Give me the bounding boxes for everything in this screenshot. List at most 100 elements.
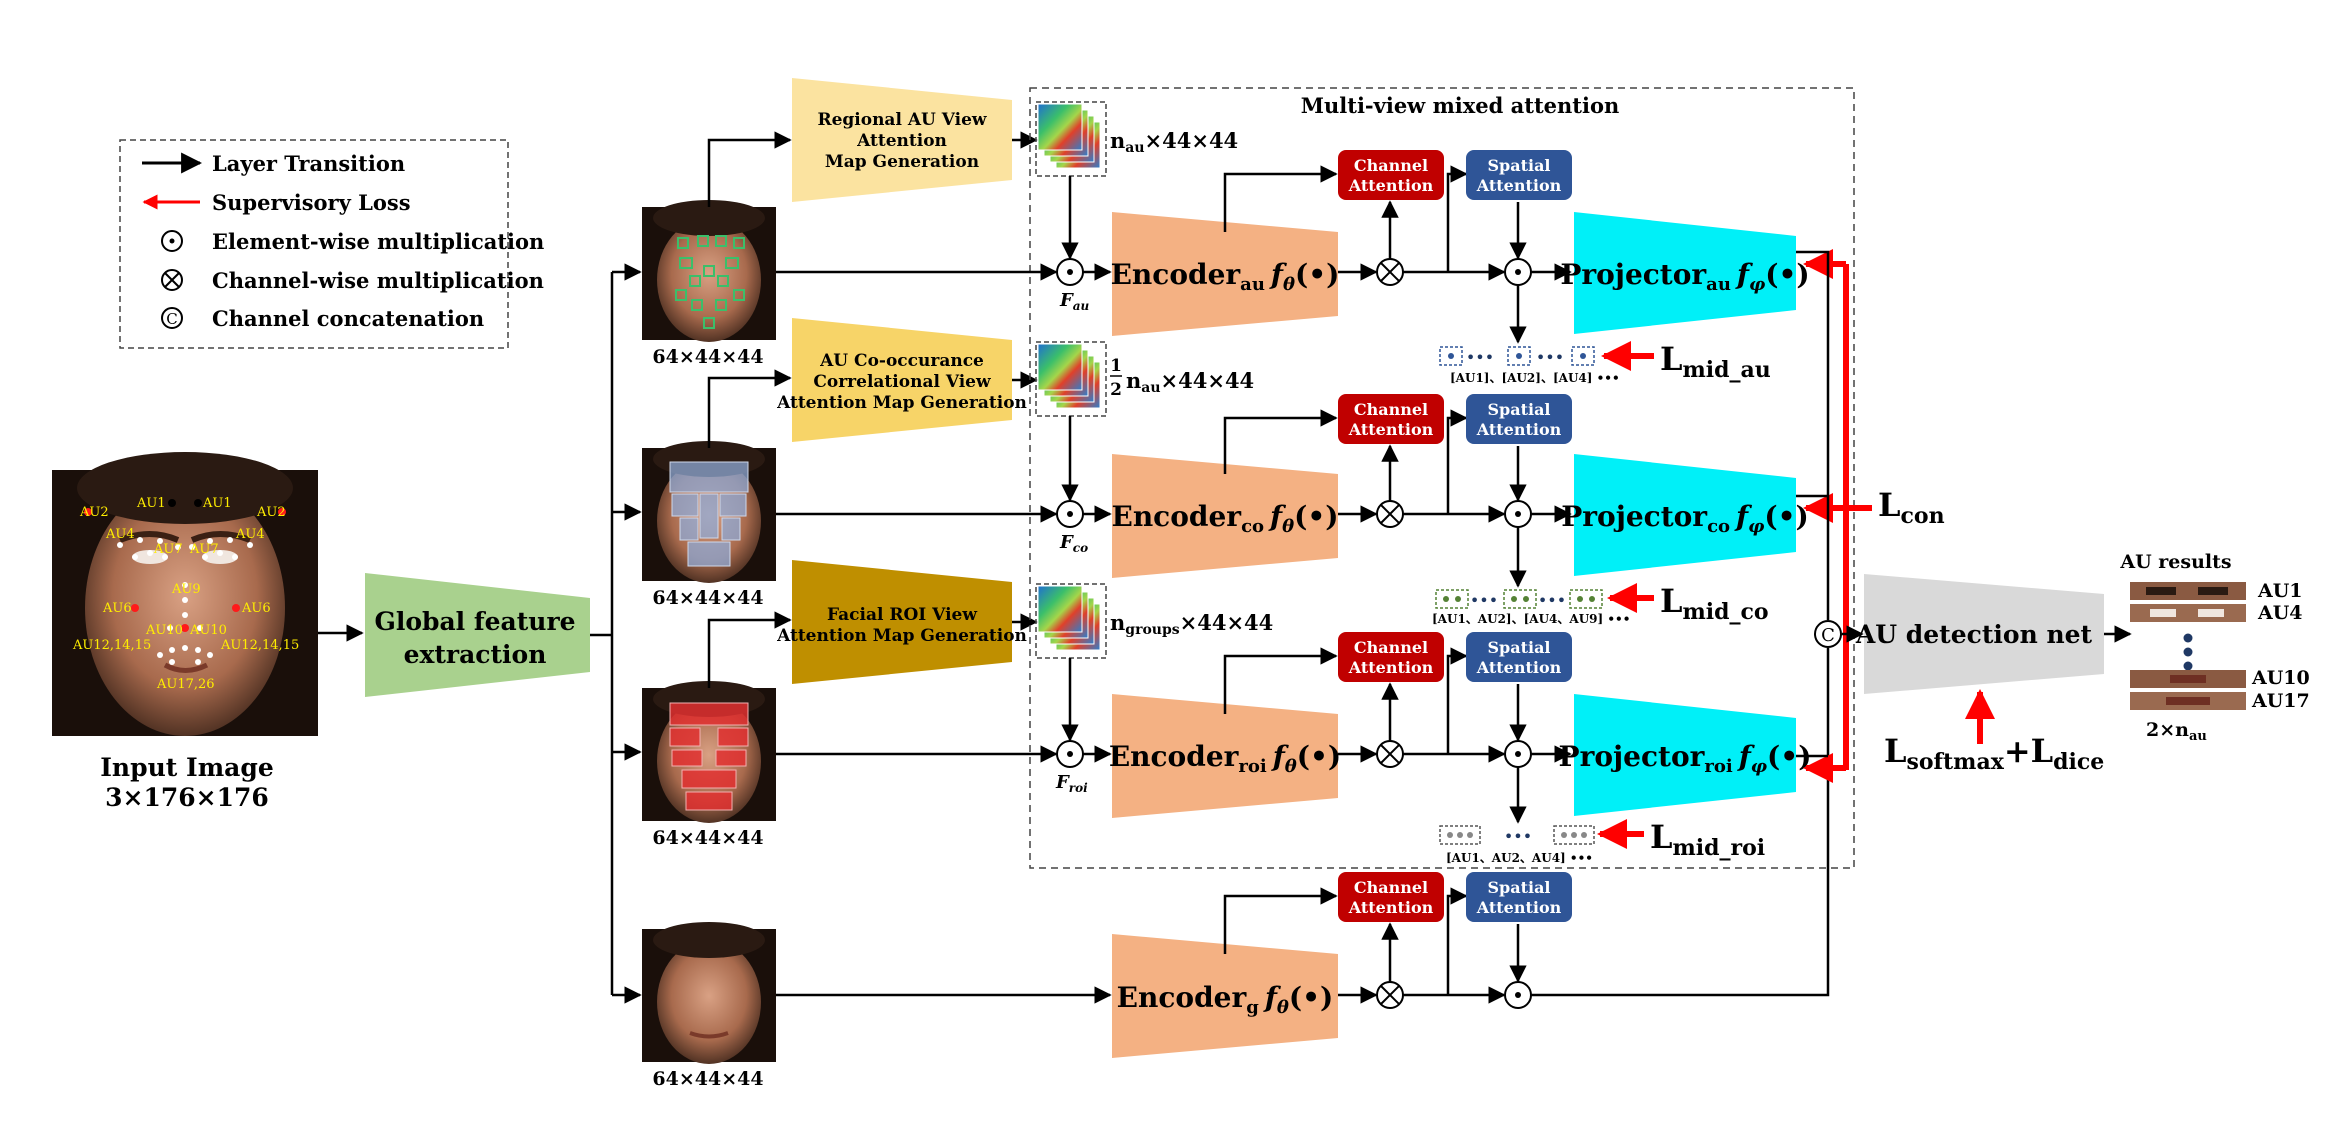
au-result-label: AU1 bbox=[2257, 580, 2303, 602]
stack-label-co: 1 2 nau×44×44 bbox=[1110, 356, 1254, 400]
loss-final: Lsoftmax+Ldice bbox=[1884, 732, 2104, 775]
au-result-label: AU4 bbox=[2257, 602, 2303, 624]
input-dims: 3×176×176 bbox=[105, 783, 269, 812]
odot-icon bbox=[1056, 258, 1084, 286]
otimes-icon bbox=[1376, 500, 1404, 528]
input-face bbox=[85, 480, 285, 736]
legend-box bbox=[119, 139, 509, 349]
svg-text:Attention: Attention bbox=[1476, 898, 1562, 917]
au-label: AU6 bbox=[102, 601, 132, 616]
au-results-title: AU results bbox=[2119, 551, 2231, 573]
face-view-global bbox=[642, 922, 776, 1064]
token-caption-co: [AU1、AU2]、[AU4、AU9] ••• bbox=[1432, 612, 1630, 626]
face-view-co bbox=[642, 441, 776, 583]
au-result-label: AU17 bbox=[2251, 690, 2310, 712]
svg-text:Spatial: Spatial bbox=[1487, 400, 1550, 419]
svg-text:C: C bbox=[1821, 625, 1835, 646]
au-label: AU9 bbox=[171, 582, 201, 597]
channel-attention-block: Channel Attention bbox=[1338, 872, 1444, 922]
face-view-roi bbox=[642, 681, 776, 823]
loss-mid-au: Lmid_au bbox=[1660, 340, 1771, 383]
legend: Layer Transition Supervisory Loss Elemen… bbox=[119, 139, 544, 349]
stack-label-au: nau×44×44 bbox=[1110, 128, 1238, 156]
au-label: AU12,14,15 bbox=[72, 638, 151, 653]
legend-label-channel-wise: Channel-wise multiplication bbox=[212, 268, 544, 293]
svg-text:Attention: Attention bbox=[1348, 898, 1434, 917]
distribution-lines bbox=[590, 263, 642, 1004]
svg-text:Attention: Attention bbox=[1476, 176, 1562, 195]
au-label: AU4 bbox=[235, 527, 265, 542]
detection-label: AU detection net bbox=[1855, 620, 2093, 649]
au-results: AU results AU1 AU4 AU10 AU17 2×nau bbox=[2119, 551, 2309, 744]
svg-text:•••: ••• bbox=[1536, 348, 1564, 367]
attention-map-stack-co bbox=[1035, 341, 1107, 417]
loss-con: Lcon bbox=[1878, 486, 1945, 529]
odot-icon bbox=[1504, 500, 1532, 528]
token-row-au: ••• ••• [AU1]、[AU2]、[AU4] ••• bbox=[1439, 346, 1620, 385]
otimes-icon bbox=[161, 269, 183, 291]
view-dims: 64×44×44 bbox=[652, 346, 763, 368]
legend-label-supervisory-loss: Supervisory Loss bbox=[212, 190, 411, 215]
generator-co-line: Attention Map Generation bbox=[776, 393, 1027, 413]
attention-map-stack-au bbox=[1035, 101, 1107, 177]
multiply-to-encoder-lines bbox=[1083, 263, 1112, 763]
token-caption-au: [AU1]、[AU2]、[AU4] ••• bbox=[1450, 371, 1620, 385]
mixed-attention-title: Multi-view mixed attention bbox=[1301, 93, 1619, 118]
svg-text:Spatial: Spatial bbox=[1487, 878, 1550, 897]
svg-text:Spatial: Spatial bbox=[1487, 156, 1550, 175]
generator-co: AU Co-occurance Correlational View Atten… bbox=[776, 318, 1027, 442]
au-label: AU10 bbox=[189, 623, 227, 638]
svg-text:Channel: Channel bbox=[1354, 156, 1428, 175]
svg-text:•••: ••• bbox=[1504, 827, 1532, 846]
generator-to-stack-lines bbox=[1012, 131, 1038, 631]
channel-attention-block: Channel Attention bbox=[1338, 632, 1444, 682]
view-dims: 64×44×44 bbox=[652, 827, 763, 849]
au-result-strip bbox=[2130, 604, 2246, 622]
au-label: AU2 bbox=[256, 505, 286, 520]
stack-label-roi: ngroups×44×44 bbox=[1110, 610, 1273, 638]
feature-label-co: Fco bbox=[1059, 532, 1088, 555]
loss-mid-co: Lmid_co bbox=[1660, 582, 1769, 625]
spatial-attention-block: Spatial Attention bbox=[1466, 150, 1572, 200]
spatial-attention-block: Spatial Attention bbox=[1466, 394, 1572, 444]
global-label-line2: extraction bbox=[404, 640, 547, 669]
svg-text:Attention: Attention bbox=[1348, 658, 1434, 677]
au-label: AU1 bbox=[202, 496, 232, 511]
svg-text:•••: ••• bbox=[1466, 348, 1494, 367]
token-caption-roi: [AU1、AU2、AU4] ••• bbox=[1446, 851, 1593, 865]
face-view-au bbox=[642, 200, 776, 342]
token-row-roi: ••• [AU1、AU2、AU4] ••• bbox=[1439, 825, 1595, 865]
generator-au-line: Regional AU View bbox=[817, 110, 986, 130]
legend-label-layer-transition: Layer Transition bbox=[212, 151, 405, 176]
au-label: AU12,14,15 bbox=[220, 638, 299, 653]
svg-text:2: 2 bbox=[1110, 380, 1122, 400]
otimes-icon bbox=[1376, 740, 1404, 768]
svg-text:1: 1 bbox=[1110, 356, 1122, 376]
circled-c-icon: C bbox=[1814, 620, 1842, 648]
attention-map-stack-roi bbox=[1035, 583, 1107, 659]
generator-au-line: Attention bbox=[856, 131, 947, 151]
au-result-label: AU10 bbox=[2251, 667, 2310, 689]
spatial-attention-block: Spatial Attention bbox=[1466, 632, 1572, 682]
legend-label-concatenation: Channel concatenation bbox=[212, 306, 484, 331]
view-dims: 64×44×44 bbox=[652, 587, 763, 609]
generator-roi-line: Attention Map Generation bbox=[776, 626, 1027, 646]
odot-icon bbox=[1056, 740, 1084, 768]
odot-icon bbox=[1504, 981, 1532, 1009]
legend-label-element-wise: Element-wise multiplication bbox=[212, 229, 544, 254]
au-label: AU6 bbox=[241, 601, 271, 616]
generator-co-line: Correlational View bbox=[813, 372, 991, 392]
au-label: AU17,26 bbox=[156, 677, 215, 692]
odot-icon bbox=[1504, 258, 1532, 286]
